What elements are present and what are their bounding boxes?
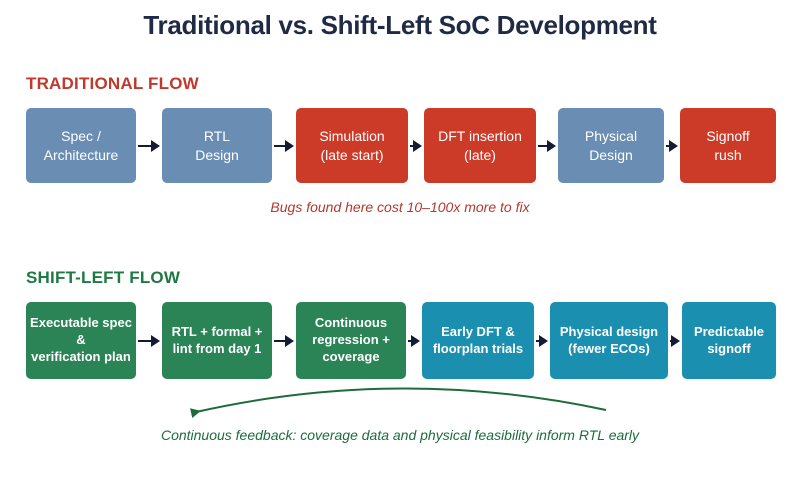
trad-step-rtl: RTL Design xyxy=(162,108,272,183)
traditional-cost-note: Bugs found here cost 10–100x more to fix xyxy=(270,199,530,215)
trad-step-simulation: Simulation (late start) xyxy=(296,108,408,183)
trad-arrow-5 xyxy=(666,140,678,152)
trad-step-spec: Spec / Architecture xyxy=(26,108,136,183)
traditional-flow-label: TRADITIONAL FLOW xyxy=(26,74,199,93)
trad-arrow-2 xyxy=(274,140,294,152)
diagram-title: Traditional vs. Shift-Left SoC Developme… xyxy=(143,10,657,40)
shift-arrow-3 xyxy=(408,335,420,347)
shift-step-regression: Continuous regression + coverage xyxy=(296,302,406,379)
shift-step-dft: Early DFT & floorplan trials xyxy=(422,302,534,379)
shift-arrow-2 xyxy=(274,335,294,347)
feedback-note: Continuous feedback: coverage data and p… xyxy=(160,427,640,443)
shift-step-signoff: Predictable signoff xyxy=(682,302,776,379)
shift-arrow-1 xyxy=(138,335,160,347)
shift-step-physical: Physical design (fewer ECOs) xyxy=(550,302,668,379)
shift-step-spec: Executable spec & verification plan xyxy=(26,302,136,379)
shift-left-flow-label: SHIFT-LEFT FLOW xyxy=(26,268,181,287)
shift-arrow-4 xyxy=(536,335,548,347)
trad-arrow-1 xyxy=(138,140,160,152)
trad-arrow-3 xyxy=(410,140,422,152)
trad-step-physical: Physical Design xyxy=(558,108,664,183)
shift-step-rtl: RTL + formal + lint from day 1 xyxy=(162,302,272,379)
trad-arrow-4 xyxy=(538,140,556,152)
trad-step-signoff: Signoff rush xyxy=(680,108,776,183)
trad-step-dft: DFT insertion (late) xyxy=(424,108,536,183)
shift-arrow-5 xyxy=(670,335,680,347)
